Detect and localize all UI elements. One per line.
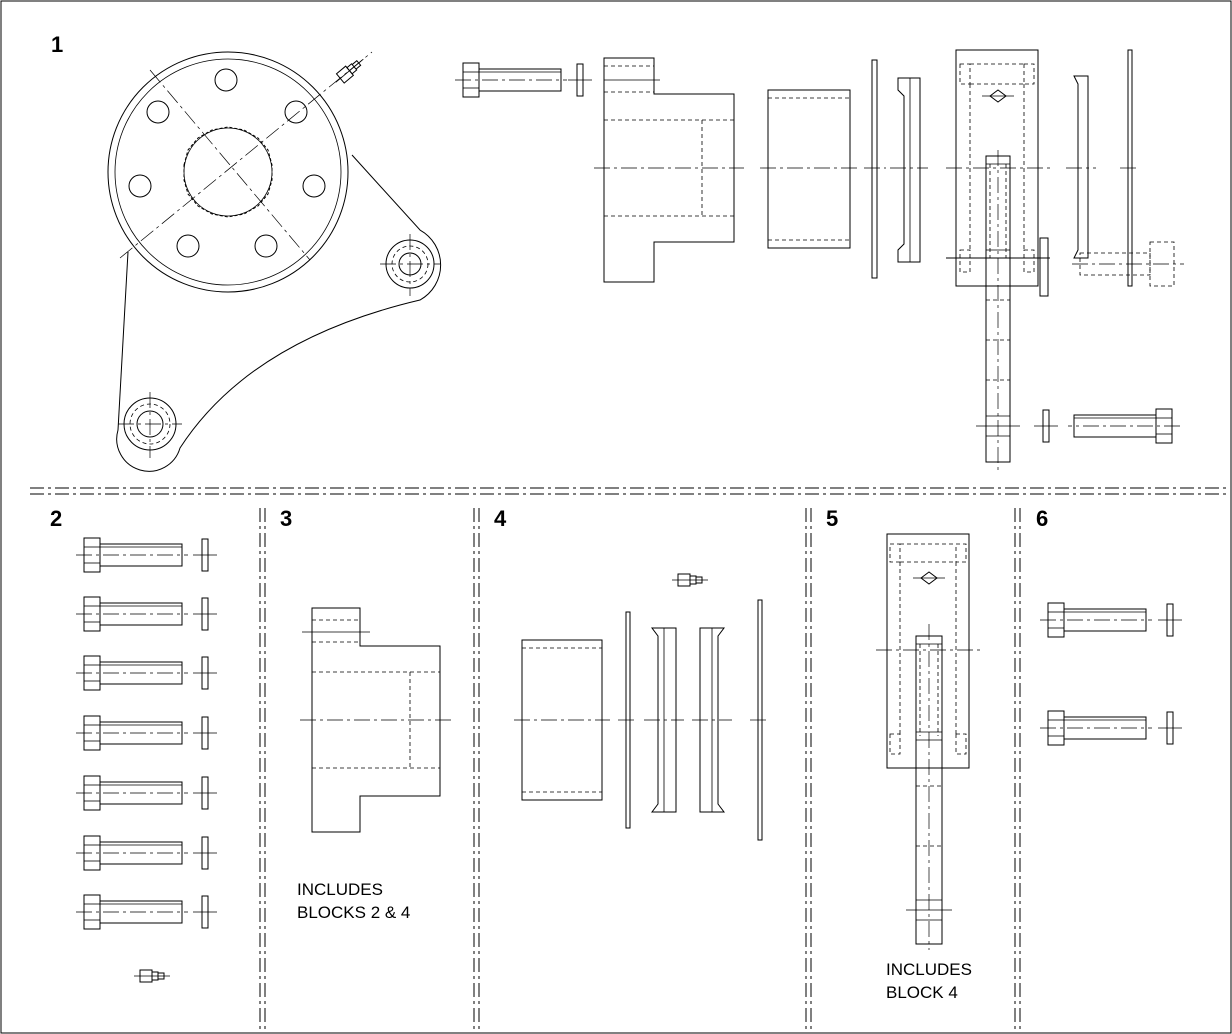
block-5-arm [876,533,980,950]
block-number-4: 4 [494,506,507,531]
block-number-2: 2 [50,506,63,531]
block-2-parts [75,537,218,983]
block-number-1: 1 [51,32,64,57]
block-number-3: 3 [280,506,293,531]
hub-arm-face-view [107,51,442,472]
block-5-note: INCLUDES BLOCK 4 [886,960,972,1002]
block-6-parts [1039,602,1183,746]
block-4-bearing-set [514,573,770,841]
block-number-6: 6 [1036,506,1049,531]
block-3-hub [300,607,452,833]
exploded-side-view [454,49,1184,470]
block-number-5: 5 [826,506,839,531]
block-3-note: INCLUDES BLOCKS 2 & 4 [297,880,411,922]
